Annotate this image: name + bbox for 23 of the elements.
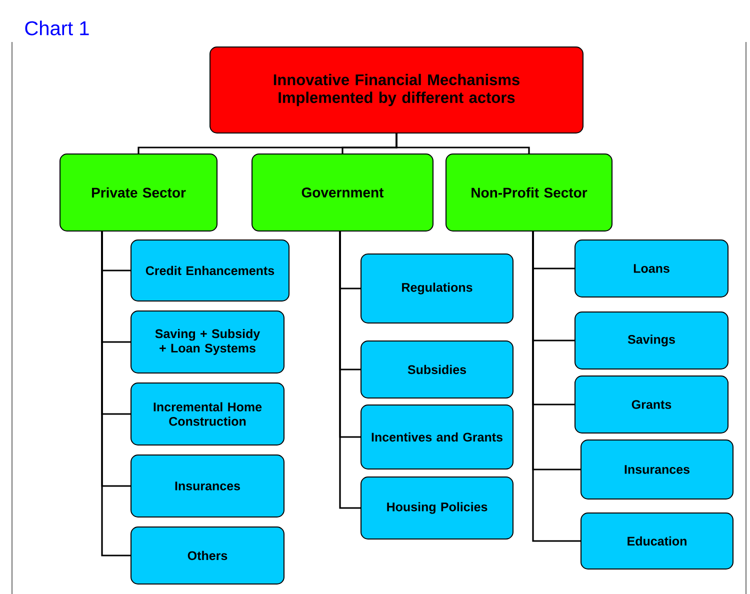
- root-box: Innovative Financial Mechanisms Implemented by different actors: [210, 46, 584, 134]
- category-box: Government: [252, 154, 434, 232]
- item-box: Others: [130, 526, 284, 584]
- item-box: Incremental Home Construction: [130, 382, 284, 446]
- item-box: Incentives and Grants: [360, 404, 514, 470]
- connector: [532, 232, 580, 542]
- category-box: Non-Profit Sector: [446, 154, 612, 232]
- item-box: Housing Policies: [360, 476, 514, 540]
- item-box: Credit Enhancements: [130, 240, 290, 302]
- connector: [101, 232, 130, 556]
- item-box: Insurances: [580, 440, 734, 500]
- item-box: Saving + Subsidy + Loan Systems: [130, 310, 284, 374]
- chart-title: Chart 1: [25, 20, 89, 36]
- category-box: Private Sector: [60, 154, 218, 232]
- item-box: Subsidies: [360, 340, 514, 398]
- connector: [339, 232, 360, 509]
- item-box: Grants: [574, 376, 728, 434]
- item-box: Education: [580, 512, 734, 570]
- item-box: Savings: [574, 312, 728, 370]
- connector: [396, 134, 530, 154]
- item-box: Loans: [574, 240, 728, 298]
- item-box: Insurances: [130, 454, 284, 518]
- item-box: Regulations: [360, 254, 514, 324]
